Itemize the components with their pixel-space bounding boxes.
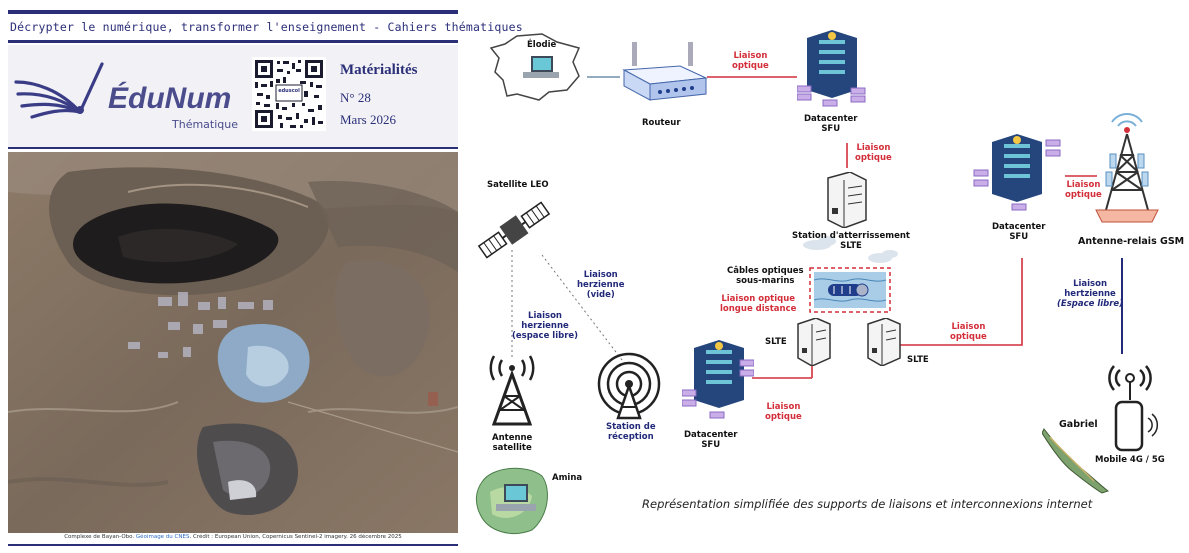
cover-headline: Décrypter le numérique, transformer l'en… xyxy=(10,20,523,34)
reception-station-icon xyxy=(597,352,661,420)
qr-label: eduscol xyxy=(278,88,300,94)
datacenter-right-icon xyxy=(973,134,1061,211)
landing-station-icon xyxy=(827,172,867,228)
diagram-connectors xyxy=(511,76,1123,379)
logo-subtitle: Thématique xyxy=(172,118,239,131)
issue-number: N° 28 xyxy=(340,90,371,105)
node-slte-left: SLTE xyxy=(765,337,787,347)
node-antenne-gsm: Antenne-relais GSM xyxy=(1078,236,1185,247)
node-amina: Amina xyxy=(552,473,583,483)
node-gabriel: Gabriel xyxy=(1059,419,1098,430)
top-rule xyxy=(8,10,458,14)
node-satellite: Satellite LEO xyxy=(487,180,549,190)
slte-right-icon xyxy=(867,318,901,366)
photo-credit-link[interactable]: Géoimage du CNES xyxy=(135,534,190,540)
datacenter-bottom-icon xyxy=(682,340,754,419)
france-computer-icon xyxy=(489,33,581,101)
header-rule xyxy=(8,40,458,43)
satellite-dish-icon xyxy=(489,355,535,426)
photo-caption: Complexe de Bayan-Obo. Géoimage du CNES.… xyxy=(64,534,402,540)
node-elodie: Élodie xyxy=(527,40,557,50)
router-icon xyxy=(622,42,708,101)
node-slte-right: SLTE xyxy=(907,355,929,365)
satellite-photo xyxy=(8,152,458,533)
cover-panel: Décrypter le numérique, transformer l'en… xyxy=(0,0,523,553)
bottom-rule xyxy=(8,544,458,546)
qr-code-icon[interactable] xyxy=(252,57,326,131)
issue-date: Mars 2026 xyxy=(340,112,396,127)
node-mobile: Mobile 4G / 5G xyxy=(1095,455,1165,465)
cover-banner xyxy=(8,45,458,147)
satellite-icon xyxy=(477,201,551,259)
island-computer-icon xyxy=(475,467,548,534)
banner-rule xyxy=(8,147,458,149)
diagram-footer: Représentation simplifiée des supports d… xyxy=(642,497,1093,511)
edunum-wing-icon xyxy=(14,62,104,119)
logo-title: ÉduNum xyxy=(108,82,232,115)
node-routeur: Routeur xyxy=(642,118,681,128)
datacenter-top-icon xyxy=(797,30,866,107)
slte-left-icon xyxy=(797,318,831,366)
mobile-phone-icon xyxy=(1108,365,1159,452)
series-title: Matérialités xyxy=(340,62,418,78)
submarine-cable-icon xyxy=(814,272,886,308)
map-strip-icon xyxy=(1042,428,1110,494)
gsm-antenna-icon xyxy=(1095,113,1159,223)
